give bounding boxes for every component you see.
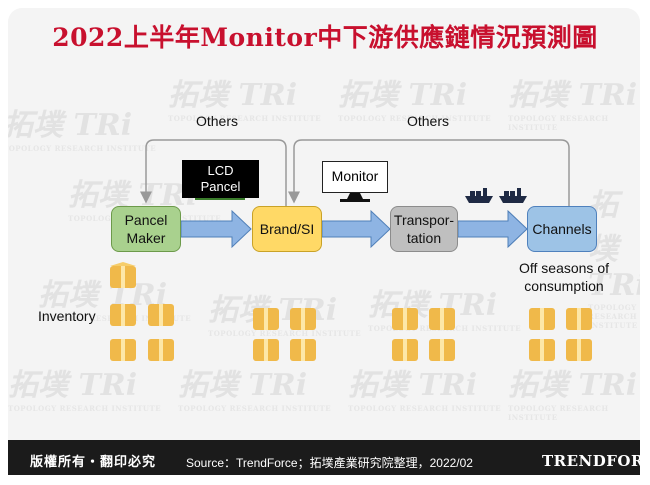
off-season-label: Off seasons of consumption — [518, 260, 609, 294]
source-note: Source：TrendForce；拓墣產業研究院整理，2022/02 — [186, 456, 473, 470]
monitor-stand — [347, 193, 363, 199]
node-brand-si: Brand/SI — [252, 206, 322, 252]
copyright-notice: 版權所有・翻印必究 — [30, 454, 157, 469]
inventory-boxes-brand — [253, 308, 316, 361]
others-left-connector — [140, 139, 287, 206]
lcd-panel-label: LCD Pancel — [182, 160, 259, 198]
others-right-connector — [288, 139, 570, 206]
node-transportation: Transpor- tation — [390, 206, 458, 252]
trendforce-logo: TRENDFORCE — [542, 452, 650, 470]
inventory-boxes-panel-maker — [110, 262, 174, 361]
cargo-ship-icon — [465, 188, 493, 203]
others-right-label: Others — [406, 113, 449, 129]
footer-bar — [8, 440, 640, 475]
node-channels: Channels — [527, 206, 597, 252]
monitor-label: Monitor — [322, 161, 388, 193]
flow-arrow-2 — [321, 209, 391, 249]
cargo-ship-icon — [499, 188, 527, 203]
flow-arrow-1 — [180, 209, 252, 249]
flow-arrow-3 — [457, 209, 528, 249]
monitor-base — [340, 199, 370, 202]
lcd-panel-base — [195, 196, 245, 200]
page-title: 2022上半年Monitor中下游供應鏈情況預測圖 — [52, 23, 598, 52]
inventory-boxes-transport — [392, 308, 455, 361]
inventory-boxes-channels — [529, 308, 592, 361]
node-panel-maker: Pancel Maker — [111, 206, 181, 252]
others-left-label: Others — [195, 113, 238, 129]
inventory-label: Inventory — [38, 308, 96, 324]
